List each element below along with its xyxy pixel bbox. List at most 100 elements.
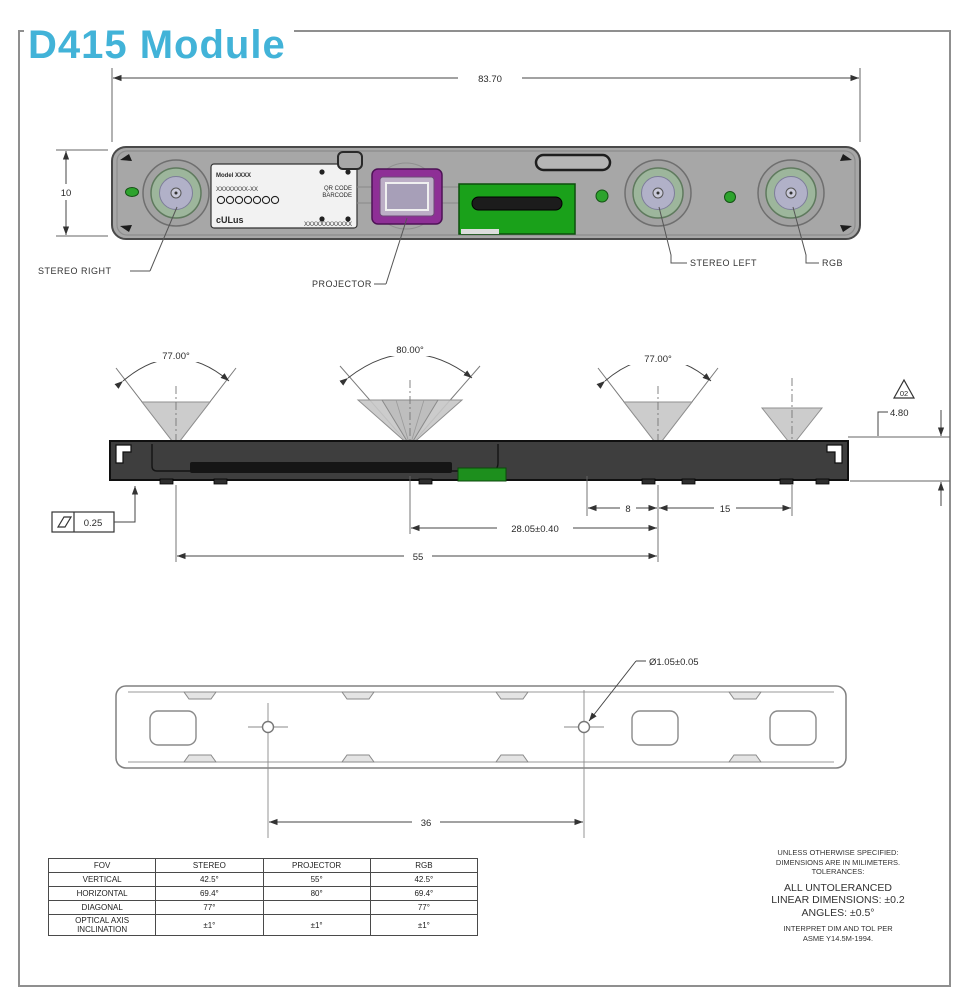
plate-barcode-text: BARCODE	[322, 193, 352, 199]
stereo-left-label: STEREO LEFT	[690, 258, 757, 268]
module-side-body	[109, 440, 849, 485]
plate-dot	[319, 169, 325, 175]
rev-triangle-icon	[892, 378, 916, 399]
fov-cone-rgb	[760, 378, 824, 452]
projector-window	[357, 162, 468, 230]
stereo-left-camera	[624, 159, 692, 227]
certification-mark: cULus	[216, 215, 244, 225]
plate-serial-text: XXXXXXXXXXXX	[304, 222, 352, 228]
fov-cone-projector: 80.00°	[339, 343, 481, 452]
angle-label-stereo-right: 77.00°	[162, 351, 190, 362]
table-row: VERTICAL 42.5° 55° 42.5°	[47, 872, 479, 887]
lower-extension-lines	[175, 476, 793, 562]
led-dot	[724, 191, 736, 203]
plate-dot	[345, 216, 351, 222]
table-row: OPTICAL AXIS INCLINATION ±1° ±1° ±1°	[47, 913, 479, 937]
mounting-feet	[159, 478, 830, 485]
cutout-right	[769, 710, 817, 746]
table-header-fov: FOV	[47, 858, 157, 873]
back-outline	[115, 685, 847, 769]
module-bezel-line	[116, 150, 856, 236]
plate-model-text: Model XXXX	[216, 173, 251, 179]
page-title: D415 Module	[24, 24, 294, 68]
hole-diameter-callout: Ø1.05±0.05	[588, 657, 699, 722]
callout-projector: PROJECTOR	[312, 217, 408, 289]
note-line: DIMENSIONS ARE IN MILIMETERS.	[775, 857, 901, 867]
rev-flag-number: 02	[900, 389, 908, 398]
note-line: ALL UNTOLERANCED	[784, 881, 892, 894]
note-line: INTERPRET DIM AND TOL PER	[783, 924, 893, 933]
fov-cone-stereo-right: 77.00°	[114, 349, 237, 452]
note-line: ASME Y14.5M-1994.	[802, 933, 874, 943]
table-header-row: FOV STEREO PROJECTOR RGB	[47, 858, 479, 873]
stereo-right-camera	[142, 159, 210, 227]
corner-mark	[840, 154, 852, 161]
fov-spec-table: FOV STEREO PROJECTOR RGB VERTICAL 42.5° …	[47, 858, 479, 937]
table-cell: OPTICAL AXIS INCLINATION	[47, 913, 157, 937]
table-cell: 55°	[262, 872, 371, 887]
led-indicator	[125, 187, 139, 197]
corner-mark	[120, 154, 132, 161]
label-underlay	[628, 352, 688, 365]
dim-thickness-label: 4.80	[890, 408, 909, 419]
connector-slot	[471, 196, 563, 211]
dim-thickness-4-80: 4.80	[848, 408, 950, 506]
label-underlay	[380, 343, 440, 356]
angle-label-projector: 80.00°	[396, 345, 424, 356]
leader-line	[588, 660, 637, 722]
cutout-mid-right	[631, 710, 679, 746]
dim-baseline-label: 55	[413, 552, 424, 563]
angle-arc	[339, 353, 473, 386]
corner-mark	[840, 225, 852, 232]
dim-baseline-55: 55	[177, 552, 657, 563]
table-cell: ±1°	[155, 913, 264, 937]
fov-fold-line	[395, 399, 411, 447]
projector-label: PROJECTOR	[312, 279, 372, 289]
revision-flag: 02	[892, 378, 916, 399]
leader-line	[877, 411, 888, 436]
table-cell: 80°	[262, 886, 371, 901]
product-label-plate: Model XXXX XXXXXXXX-XX cULus QR CODE BAR…	[210, 163, 358, 229]
dim-height-label: 10	[61, 188, 72, 199]
table-cell: ±1°	[262, 913, 371, 937]
table-cell: VERTICAL	[47, 872, 157, 887]
projector-emitter	[385, 182, 429, 211]
flex-connector	[458, 183, 576, 235]
callout-stereo-right: STEREO RIGHT	[38, 206, 178, 276]
dim-width-label: 83.70	[478, 74, 502, 85]
connector-strip	[461, 229, 499, 234]
rgb-camera	[757, 159, 825, 227]
leader-line	[792, 206, 819, 264]
note-line: ANGLES: ±0.5°	[801, 906, 875, 919]
hole-diameter-label: Ø1.05±0.05	[649, 657, 699, 668]
back-view: Ø1.05±0.05 36	[115, 657, 847, 838]
table-header-rgb: RGB	[369, 858, 479, 873]
table-cell: 42.5°	[369, 872, 479, 887]
table-cell: HORIZONTAL	[47, 886, 157, 901]
plate-part-text: XXXXXXXX-XX	[216, 187, 258, 193]
lens-center	[174, 191, 178, 195]
end-notch	[115, 444, 132, 464]
dim-15-label: 15	[720, 504, 731, 515]
fov-view: 77.00° 80.00°	[51, 343, 950, 563]
flatness-value: 0.25	[84, 518, 103, 529]
housing-slot	[534, 153, 612, 172]
dim-projector-offset: 28.05±0.40	[411, 524, 657, 535]
table-cell: 77°	[155, 900, 264, 915]
dim-width-83-70: 83.70	[111, 68, 861, 142]
plate-dot	[319, 216, 325, 222]
dim-hole-spacing-label: 36	[421, 818, 432, 829]
table-cell: 42.5°	[155, 872, 264, 887]
cutout-left	[149, 710, 197, 746]
dim-height-10: 10	[56, 149, 108, 237]
flatness-callout: 0.25	[51, 486, 139, 533]
dim-projector-offset-label: 28.05±0.40	[511, 524, 558, 535]
dim-hole-spacing-36: 36	[269, 818, 583, 829]
table-cell: 69.4°	[369, 886, 479, 901]
note-line: LINEAR DIMENSIONS: ±0.2	[771, 894, 905, 906]
mounting-hole-left	[248, 703, 288, 838]
side-connector-green	[457, 467, 507, 482]
table-row: DIAGONAL 77° 77°	[47, 900, 479, 915]
